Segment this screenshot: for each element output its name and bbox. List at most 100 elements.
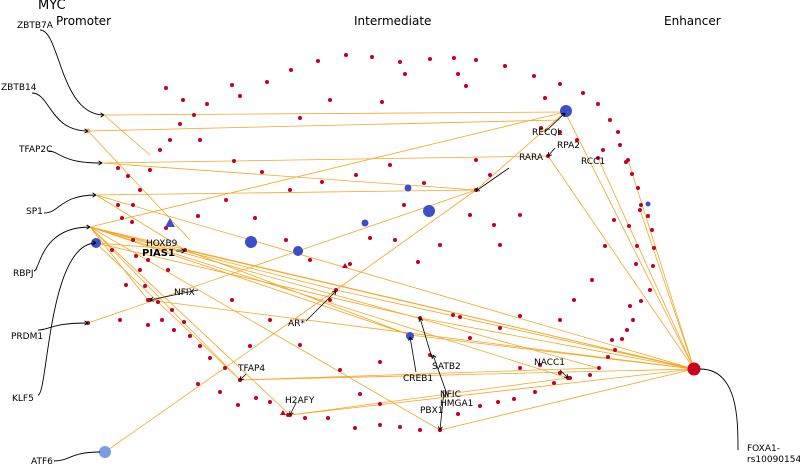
label-nfic: NFIC — [440, 390, 461, 400]
intermediate-node — [268, 400, 272, 404]
intermediate-node — [178, 122, 182, 126]
intermediate-node — [458, 315, 462, 319]
intermediate-node — [368, 236, 372, 240]
label-pbx1: PBX1 — [420, 406, 444, 416]
arrow-icon — [100, 112, 105, 118]
intermediate-node — [646, 214, 650, 218]
intermediate-node — [596, 102, 600, 106]
edge-line — [103, 114, 151, 156]
intermediate-node — [208, 356, 212, 360]
intermediate-node — [488, 173, 492, 177]
label-h2afy: H2AFY — [285, 396, 315, 406]
intermediate-node — [492, 223, 496, 227]
intermediate-node — [265, 80, 269, 84]
intermediate-node — [456, 72, 460, 76]
arrow-icon — [92, 192, 97, 198]
label-atf6: ATF6 — [31, 457, 53, 467]
intermediate-node — [218, 390, 222, 394]
arrow-icon — [92, 240, 97, 246]
intermediate-node — [418, 428, 422, 432]
callout-line — [439, 389, 445, 431]
intermediate-node — [236, 403, 240, 407]
intermediate-node — [572, 298, 576, 302]
label-klf5: KLF5 — [12, 394, 34, 404]
label-leader-line — [37, 322, 89, 331]
label-tfap2c: TFAP2C — [18, 145, 52, 155]
edge-line — [95, 189, 477, 196]
intermediate-node — [498, 326, 502, 330]
intermediate-node — [588, 373, 592, 377]
intermediate-node — [223, 366, 227, 370]
edge-line — [89, 226, 411, 336]
intermediate-node — [627, 224, 631, 228]
edge-line — [289, 368, 695, 416]
blue-node — [361, 219, 369, 227]
intermediate-node — [601, 148, 605, 152]
edge-line — [95, 242, 421, 319]
intermediate-node — [198, 138, 202, 142]
intermediate-node — [596, 156, 600, 160]
arrow-icon — [84, 320, 89, 326]
label-hmga1: HMGA1 — [440, 399, 473, 409]
blue-node — [404, 184, 412, 192]
intermediate-node — [634, 262, 638, 266]
intermediate-node — [298, 343, 302, 347]
arrow-icon — [564, 374, 569, 379]
intermediate-node — [205, 102, 209, 106]
intermediate-node — [532, 74, 536, 78]
callout-line — [289, 402, 297, 416]
edge-line — [89, 111, 566, 228]
intermediate-node — [196, 382, 200, 386]
intermediate-node — [638, 208, 642, 212]
edge-line — [289, 377, 569, 416]
intermediate-node — [156, 300, 160, 304]
edge-line — [439, 368, 695, 431]
intermediate-node — [626, 158, 630, 162]
intermediate-node — [138, 268, 142, 272]
label-nfix: NFIX — [174, 288, 195, 298]
intermediate-node — [403, 72, 407, 76]
intermediate-node — [308, 258, 312, 262]
header-intermediate: Intermediate — [354, 14, 431, 28]
intermediate-node — [344, 53, 348, 57]
intermediate-node — [558, 82, 562, 86]
intermediate-node — [402, 203, 406, 207]
intermediate-node — [438, 243, 442, 247]
label-creb1: CREB1 — [403, 374, 433, 384]
intermediate-node — [398, 425, 402, 429]
intermediate-node — [518, 366, 522, 370]
intermediate-node — [575, 138, 579, 142]
intermediate-node — [543, 96, 547, 100]
intermediate-node — [110, 248, 114, 252]
edge-line — [89, 226, 599, 369]
callout-line — [409, 336, 417, 373]
intermediate-node — [196, 214, 200, 218]
triangle-marker — [280, 410, 286, 415]
header-enhancer: Enhancer — [664, 14, 721, 28]
intermediate-node — [124, 283, 128, 287]
intermediate-node — [248, 344, 252, 348]
intermediate-node — [116, 203, 120, 207]
intermediate-node — [558, 130, 562, 134]
intermediate-node — [131, 238, 135, 242]
intermediate-node — [503, 64, 507, 68]
edge-line — [103, 111, 566, 116]
label-leader-line — [699, 368, 739, 451]
intermediate-node — [130, 220, 134, 224]
intermediate-node — [253, 216, 257, 220]
intermediate-node — [268, 318, 272, 322]
intermediate-node — [378, 423, 382, 427]
label-leader-layer — [31, 29, 739, 462]
edge-line — [239, 367, 599, 381]
intermediate-node — [635, 244, 639, 248]
intermediate-node — [464, 84, 468, 88]
arrow-icon — [289, 410, 294, 416]
label-sp1: SP1 — [26, 207, 43, 217]
callout-line — [239, 373, 247, 381]
intermediate-node — [616, 130, 620, 134]
intermediate-node — [498, 243, 502, 247]
edge-line — [87, 130, 191, 241]
intermediate-node — [192, 113, 196, 117]
intermediate-node — [628, 304, 632, 308]
intermediate-node — [428, 57, 432, 61]
